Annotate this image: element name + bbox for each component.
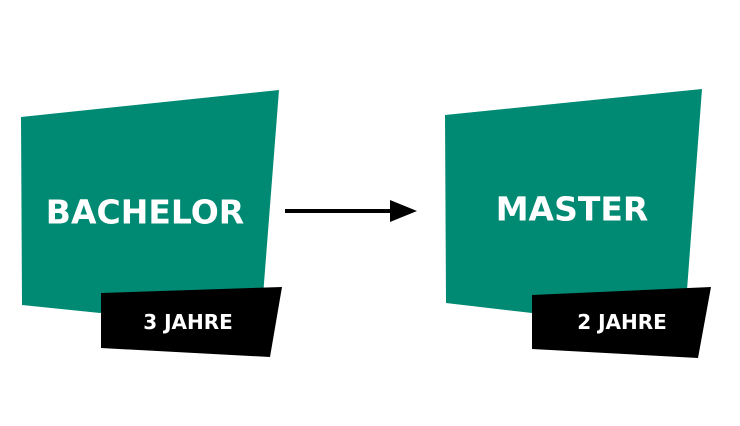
master-duration-badge bbox=[532, 287, 711, 358]
bachelor-shape bbox=[21, 90, 279, 313]
master-duration: 2 JAHRE bbox=[577, 310, 667, 334]
master-shape bbox=[445, 89, 702, 313]
master-title: MASTER bbox=[495, 189, 649, 229]
arrow-right-icon bbox=[285, 200, 417, 222]
bachelor-title: BACHELOR bbox=[45, 192, 245, 232]
bachelor-duration: 3 JAHRE bbox=[143, 310, 233, 334]
bachelor-duration-badge bbox=[101, 287, 282, 357]
